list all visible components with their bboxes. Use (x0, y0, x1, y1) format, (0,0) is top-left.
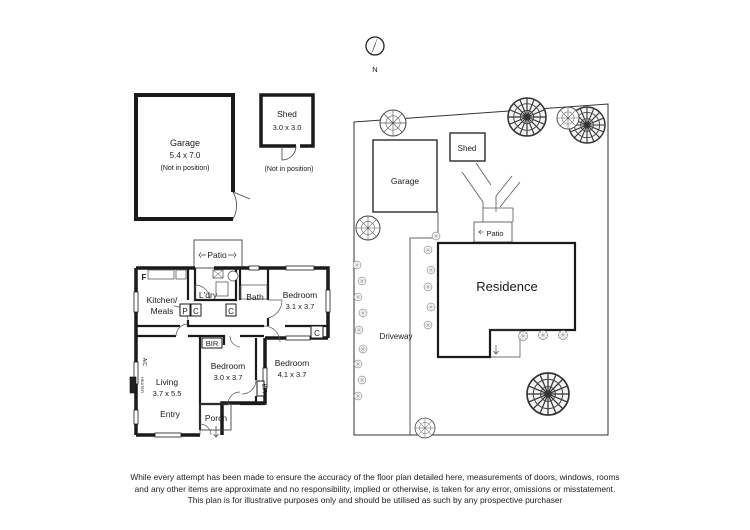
disclaimer-line-1: While every attempt has been made to ens… (130, 472, 620, 482)
site-shed-label: Shed (458, 144, 477, 153)
shed-outbuilding: Shed 3.0 x 3.0 (Not in position) (259, 93, 315, 173)
bedroom3-size: 4.1 x 3.7 (278, 370, 307, 379)
pantry-marker: P (182, 307, 187, 316)
bedroom2-label: Bedroom (211, 361, 246, 371)
tree-left-mid (355, 215, 381, 241)
disclaimer-line-2: and any other items are approximate and … (134, 483, 616, 494)
shed-note: (Not in position) (264, 166, 313, 173)
house-floor-plan: Patio (129, 239, 331, 438)
garage-note: (Not in position) (160, 165, 209, 172)
patio-label: Patio (207, 250, 227, 260)
shrub-row-residence (518, 330, 568, 341)
bedroom2-size: 3.0 x 3.7 (214, 373, 243, 382)
porch-label: Porch (205, 413, 227, 423)
site-garage-label: Garage (391, 176, 420, 186)
shed-label: Shed (277, 109, 297, 119)
fridge-marker: F (142, 273, 147, 282)
garage-size: 5.4 x 7.0 (170, 151, 201, 160)
garage-label: Garage (170, 138, 200, 148)
tree-top-left (379, 109, 407, 137)
north-label: N (372, 65, 377, 74)
tree-top-right (507, 97, 547, 137)
kitchen-cupboard-marker: C (193, 307, 199, 316)
shed-size: 3.0 x 3.0 (273, 123, 302, 132)
shrub-row-left (352, 260, 368, 401)
tree-bottom-right (526, 372, 570, 416)
tree-top-mid (556, 106, 580, 130)
bedroom1-size: 3.1 x 3.7 (286, 302, 315, 311)
garage-outbuilding: Garage 5.4 x 7.0 (Not in position) (134, 93, 251, 221)
bedroom-cupboard-marker: C (314, 329, 320, 338)
kitchen-label-line1: Kitchen/ (147, 295, 178, 305)
heater-marker: HEATER (140, 377, 145, 393)
bedroom1-label: Bedroom (283, 290, 318, 300)
tree-bottom-left (414, 417, 436, 439)
entry-label: Entry (160, 409, 181, 419)
living-label: Living (156, 377, 178, 387)
hall-cupboard-marker: C (228, 307, 234, 316)
driveway-label: Driveway (380, 332, 413, 341)
disclaimer: While every attempt has been made to ens… (0, 472, 750, 507)
site-patio-label: Patio (486, 229, 503, 238)
bath-label: Bath (246, 292, 264, 302)
site-plan: Driveway Garage Shed Patio Residence (352, 97, 609, 439)
laundry-label: L'dry (199, 290, 218, 300)
built-in-robe-side: BIR (261, 383, 267, 394)
north-compass: N (365, 36, 385, 74)
bedroom3-label: Bedroom (275, 358, 310, 368)
air-conditioner-marker: A/C (141, 358, 147, 367)
built-in-robe-top: BIR (206, 339, 219, 348)
disclaimer-line-3: This plan is for illustrative purposes o… (187, 495, 563, 506)
residence-label: Residence (476, 279, 537, 294)
kitchen-label-line2: Meals (151, 306, 174, 316)
living-size: 3.7 x 5.5 (153, 389, 182, 398)
